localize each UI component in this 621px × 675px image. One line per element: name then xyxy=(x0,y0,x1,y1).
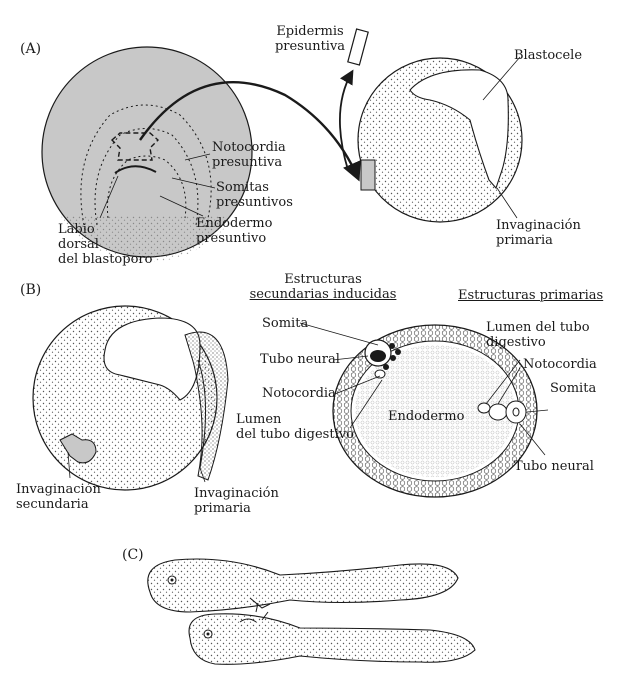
epidermis-piece xyxy=(347,28,369,66)
label-epidermis-presuntiva: Epidermis presuntiva xyxy=(274,24,346,54)
heading-estructuras-secundarias: Estructuras secundarias inducidas xyxy=(249,272,397,302)
label-labio-dorsal: Labio dorsal del blastoporo xyxy=(58,222,153,267)
label-invaginacion-primaria-a: Invaginación primaria xyxy=(496,218,581,248)
label-somitas-presuntivos: Somitas presuntivos xyxy=(216,180,293,210)
label-invaginacion-primaria-b: Invaginación primaria xyxy=(194,486,279,516)
label-notocordia-presuntiva: Notocordia presuntiva xyxy=(212,140,286,170)
epidermis-arrow xyxy=(339,69,354,171)
label-notocordia-right: Notocordia xyxy=(523,357,597,372)
label-somita-left: Somita xyxy=(262,316,309,331)
leaders-b xyxy=(67,322,549,483)
tadpole-bottom xyxy=(188,611,476,665)
label-endodermo-presuntivo: Endodermo presuntivo xyxy=(196,216,273,246)
label-somita-right: Somita xyxy=(550,381,597,396)
label-invaginacion-secundaria: Invaginación secundaria xyxy=(16,482,101,512)
heading-estructuras-primarias: Estructuras primarias xyxy=(458,288,604,303)
cross-section xyxy=(332,324,538,498)
embryo-b-left xyxy=(32,305,229,491)
panel-a-letter: (A) xyxy=(20,41,42,57)
label-tubo-neural-right: Tubo neural xyxy=(514,459,594,474)
label-notocordia-left: Notocordia xyxy=(262,386,336,401)
gastrula-stippled-a xyxy=(357,57,523,223)
label-blastocele: Blastocele xyxy=(514,48,583,63)
label-lumen-right: Lumen del tubo digestivo xyxy=(486,320,590,350)
tadpole-top xyxy=(147,558,459,613)
label-tubo-neural-left: Tubo neural xyxy=(260,352,340,367)
panel-b-letter: (B) xyxy=(20,282,42,298)
panel-c-letter: (C) xyxy=(122,547,144,563)
label-endodermo-b: Endodermo xyxy=(388,409,465,424)
label-lumen-left: Lumen del tubo digestivo xyxy=(236,412,354,442)
leaders-a xyxy=(99,56,521,219)
graft-arrow xyxy=(139,81,361,182)
